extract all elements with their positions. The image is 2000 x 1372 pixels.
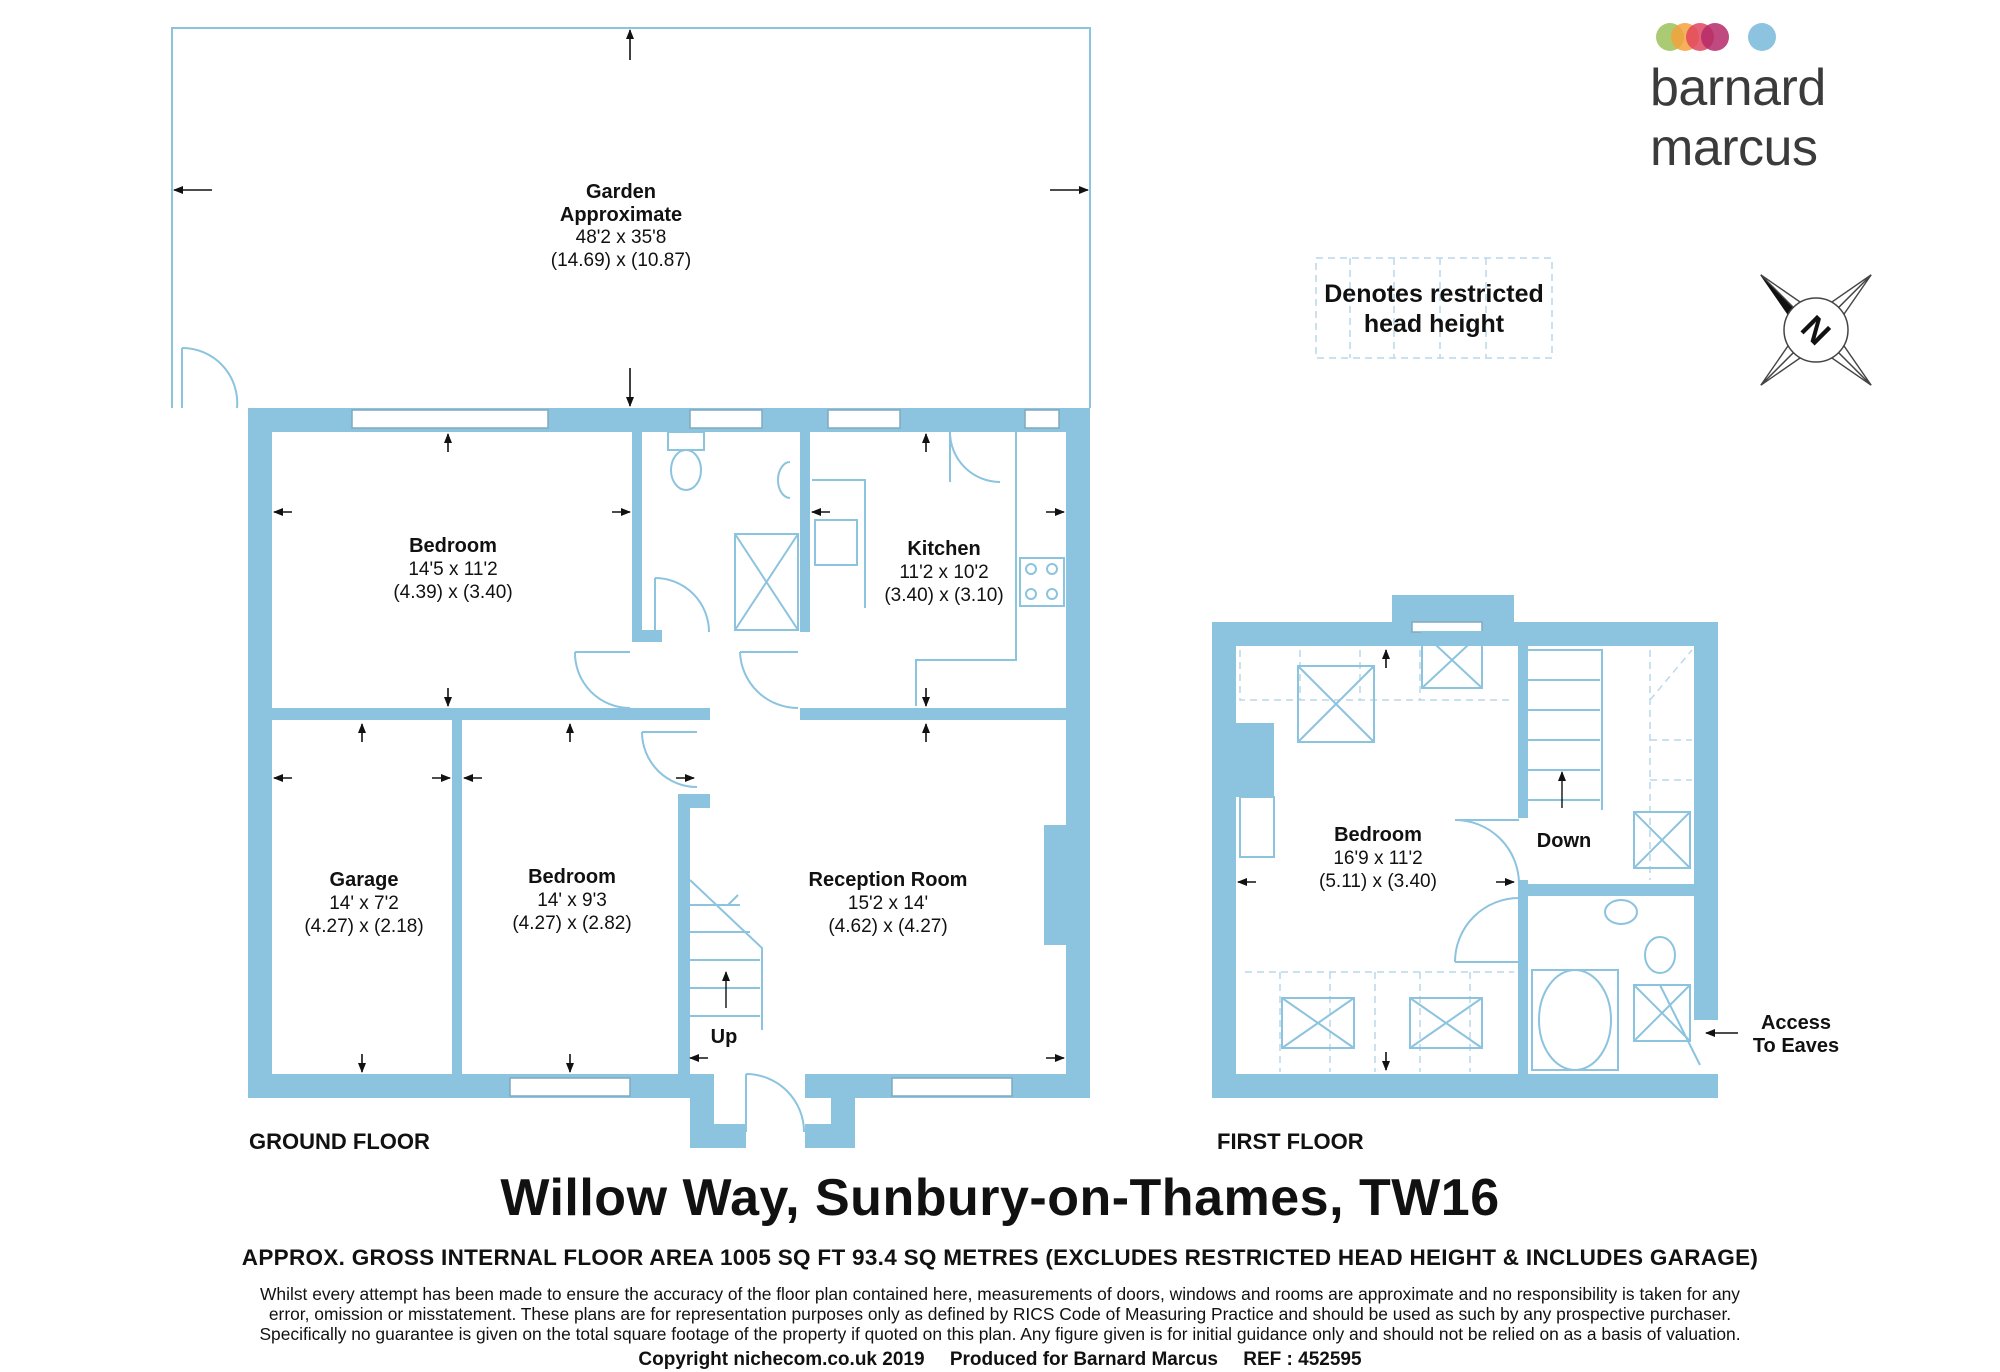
room-label-garden: Garden Approximate 48'2 x 35'8 (14.69) x… (551, 181, 691, 271)
room-label-kitchen: Kitchen 11'2 x 10'2 (3.40) x (3.10) (884, 538, 1003, 606)
floor-area-summary: APPROX. GROSS INTERNAL FLOOR AREA 1005 S… (241, 1245, 1759, 1270)
svg-text:Approximate: Approximate (560, 204, 682, 226)
produced-for: Produced for Barnard Marcus (949, 1349, 1218, 1370)
brand-logo-dots (1656, 23, 1776, 51)
disclaimer-line: error, omission or misstatement. These p… (268, 1304, 1732, 1324)
svg-text:(4.27) x (2.18): (4.27) x (2.18) (304, 916, 423, 937)
svg-text:(4.39) x (3.40): (4.39) x (3.40) (393, 582, 512, 603)
svg-text:Bedroom: Bedroom (528, 866, 616, 888)
svg-text:16'9 x 11'2: 16'9 x 11'2 (1333, 848, 1422, 869)
svg-text:14' x 9'3: 14' x 9'3 (537, 890, 607, 911)
svg-text:(5.11) x (3.40): (5.11) x (3.40) (1319, 871, 1437, 892)
room-label-bedroom-first: Bedroom 16'9 x 11'2 (5.11) x (3.40) (1319, 824, 1437, 892)
restricted-head-height-areas (1239, 631, 1693, 1072)
disclaimer: Whilst every attempt has been made to en… (180, 1284, 1820, 1344)
svg-text:head height: head height (1364, 310, 1505, 338)
svg-text:Kitchen: Kitchen (907, 538, 980, 560)
restricted-height-legend: Denotes restricted head height (1315, 257, 1553, 359)
svg-text:Reception Room: Reception Room (809, 869, 968, 891)
disclaimer-line: Whilst every attempt has been made to en… (260, 1284, 1740, 1304)
svg-text:To Eaves: To Eaves (1753, 1035, 1839, 1057)
stairs-up-label: Up (711, 1026, 738, 1048)
first-floor-label: FIRST FLOOR (1217, 1129, 1364, 1154)
dimension-arrows (173, 29, 1738, 1073)
staircase-ground (689, 879, 763, 1030)
compass-icon: N (1760, 274, 1872, 386)
stairs-down-label: Down (1537, 830, 1591, 852)
first-floor-details (1239, 621, 1701, 1071)
svg-text:11'2 x 10'2: 11'2 x 10'2 (899, 562, 988, 583)
room-label-garage: Garage 14' x 7'2 (4.27) x (2.18) (304, 869, 423, 937)
ground-floor-walls (248, 408, 1090, 1148)
svg-text:Denotes restricted: Denotes restricted (1324, 280, 1544, 308)
copyright-line: Copyright nichecom.co.uk 2019 Produced f… (180, 1349, 1820, 1371)
svg-text:Access: Access (1761, 1012, 1831, 1034)
svg-text:14' x 7'2: 14' x 7'2 (329, 893, 399, 914)
room-label-bedroom-ground-1: Bedroom 14'5 x 11'2 (4.39) x (3.40) (393, 535, 512, 603)
bathroom-fixtures (667, 431, 799, 631)
svg-text:48'2 x 35'8: 48'2 x 35'8 (576, 227, 667, 248)
copyright: Copyright nichecom.co.uk 2019 (638, 1349, 925, 1370)
svg-text:(4.27) x (2.82): (4.27) x (2.82) (512, 913, 631, 934)
svg-text:15'2 x 14': 15'2 x 14' (848, 893, 928, 914)
svg-text:Bedroom: Bedroom (1334, 824, 1422, 846)
ground-floor-doors (573, 431, 1001, 1133)
svg-text:(14.69) x (10.87): (14.69) x (10.87) (551, 250, 691, 271)
brand-logo: barnard marcus (1650, 59, 1826, 177)
svg-text:(3.40) x (3.10): (3.40) x (3.10) (884, 585, 1003, 606)
disclaimer-line: Specifically no guarantee is given on th… (259, 1324, 1741, 1344)
svg-text:(4.62) x (4.27): (4.62) x (4.27) (828, 916, 947, 937)
reference: REF : 452595 (1243, 1349, 1362, 1370)
first-floor-walls (1212, 595, 1718, 1098)
room-label-bedroom-ground-2: Bedroom 14' x 9'3 (4.27) x (2.82) (512, 866, 631, 934)
kitchen-fixtures (812, 432, 1065, 706)
garden-area (171, 27, 1091, 409)
svg-text:Garden: Garden (586, 181, 656, 203)
svg-text:Garage: Garage (330, 869, 399, 891)
property-title: Willow Way, Sunbury-on-Thames, TW16 (500, 1169, 1500, 1227)
svg-text:14'5 x 11'2: 14'5 x 11'2 (408, 559, 497, 580)
ground-floor-label: GROUND FLOOR (249, 1129, 430, 1154)
room-label-reception: Reception Room 15'2 x 14' (4.62) x (4.27… (809, 869, 968, 937)
eaves-access-label: Access To Eaves (1753, 1012, 1839, 1057)
svg-text:Bedroom: Bedroom (409, 535, 497, 557)
ground-floor-windows (298, 409, 1060, 1097)
